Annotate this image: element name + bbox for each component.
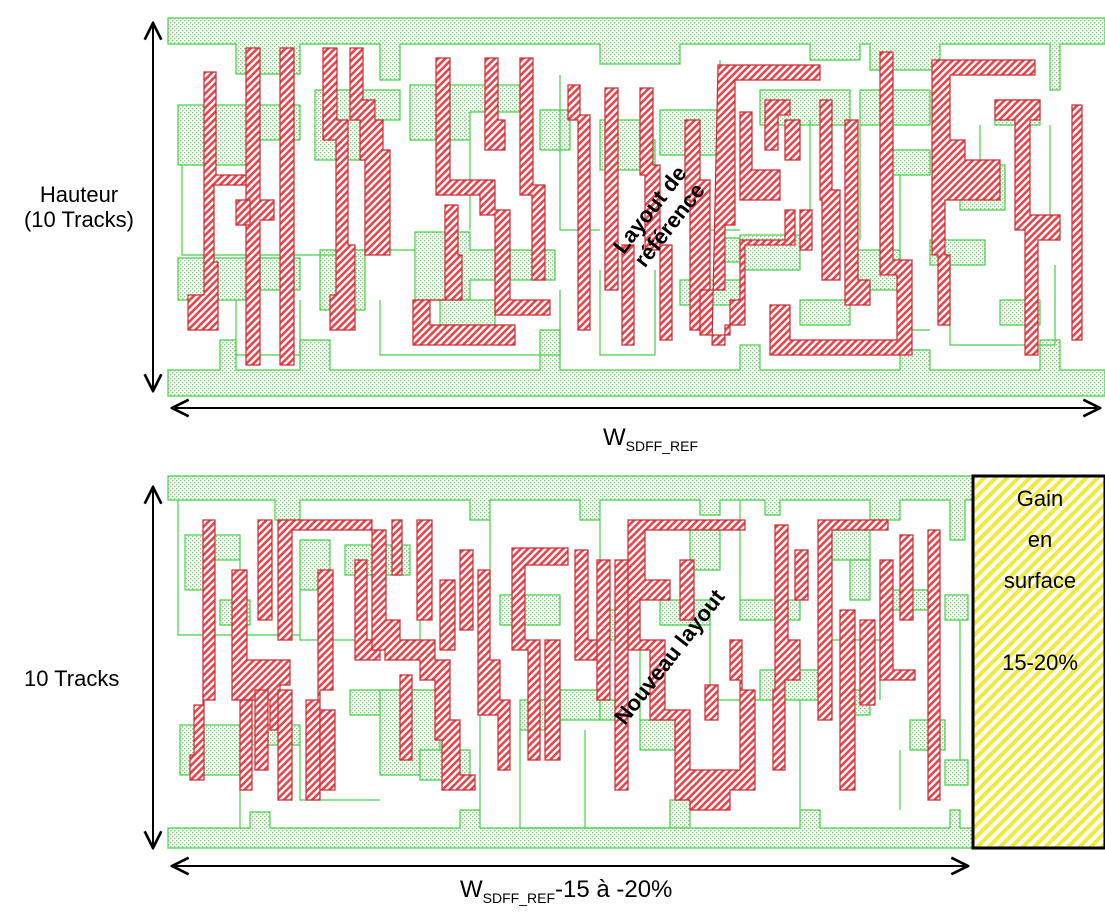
bottom-poly-gates: [189, 519, 941, 811]
bottom-vdd-rail: [167, 475, 976, 541]
top-width-label: WSDFF_REF: [603, 424, 698, 454]
gain-label-line3: surface: [1003, 568, 1077, 593]
bottom-width-label: WSDFF_REF-15 à -20%: [460, 876, 672, 906]
top-width-label-main: W: [603, 424, 626, 451]
gain-area-box: [971, 474, 1105, 850]
top-height-label-line1: Hauteur: [39, 182, 119, 207]
new-layout-cell: [167, 474, 1105, 850]
top-height-label-line2: (10 Tracks): [23, 207, 135, 233]
reference-layout-cell: [167, 17, 1105, 397]
top-width-label-sub: SDFF_REF: [625, 438, 698, 454]
top-height-label: Hauteur (10 Tracks): [6, 182, 152, 233]
gain-label-line4: [975, 601, 1105, 642]
top-gnd-rail: [167, 329, 1105, 397]
bottom-width-label-suffix: -15 à -20%: [555, 876, 673, 903]
top-poly-gates: [187, 47, 1083, 366]
gain-label-line2: en: [1027, 527, 1053, 552]
bottom-height-label: 10 Tracks: [24, 666, 120, 691]
bottom-width-label-main: W: [460, 876, 483, 903]
gain-label-line1: Gain: [1016, 486, 1064, 511]
bottom-width-label-sub: SDFF_REF: [482, 890, 555, 906]
bottom-gnd-rail: [167, 799, 976, 849]
gain-label: Gain en surface 15-20%: [975, 478, 1105, 683]
gain-label-line5: 15-20%: [1002, 650, 1078, 675]
top-vdd-rail: [167, 17, 1105, 91]
